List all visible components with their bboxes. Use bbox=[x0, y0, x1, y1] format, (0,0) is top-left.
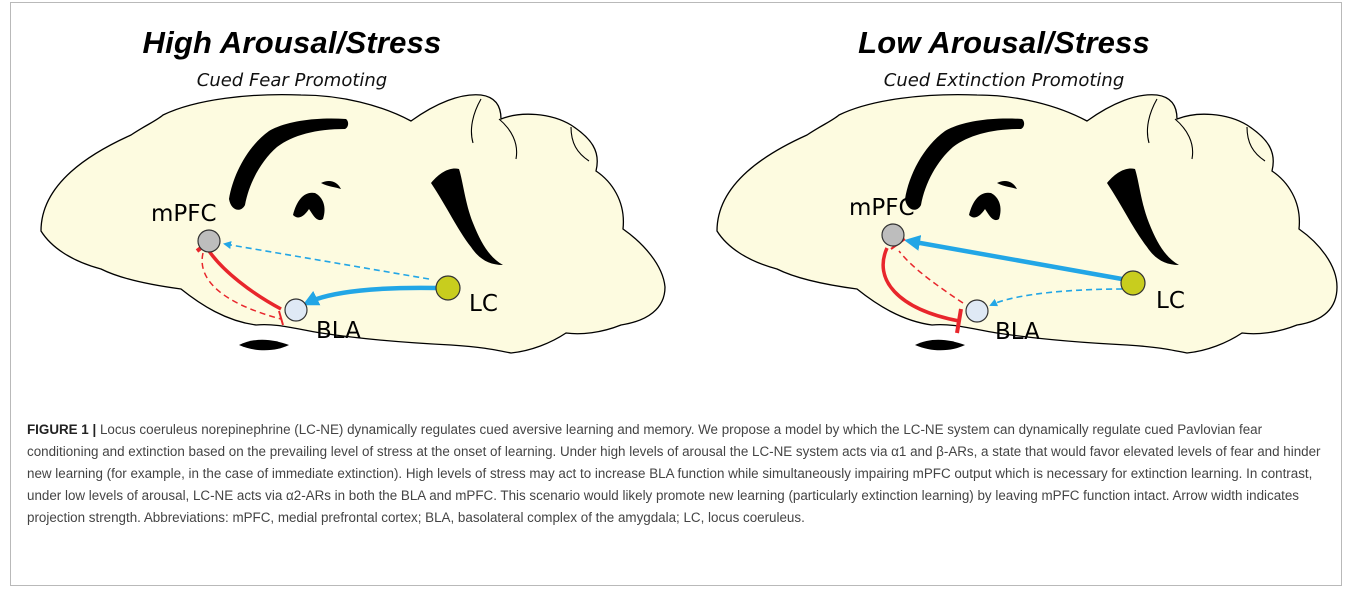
panel-high-arousal: High Arousal/Stress Cued Fear Promoting bbox=[11, 3, 677, 403]
mpfc-node bbox=[198, 230, 220, 252]
figure-label: FIGURE 1 | bbox=[27, 422, 96, 437]
bla-node bbox=[966, 300, 988, 322]
lc-label: LC bbox=[1156, 288, 1185, 314]
mpfc-label: mPFC bbox=[849, 195, 915, 221]
lc-node bbox=[1121, 271, 1145, 295]
caption-text: Locus coeruleus norepinephrine (LC-NE) d… bbox=[27, 422, 1321, 525]
brain-diagram: mPFC BLA LC bbox=[677, 3, 1343, 403]
bla-label: BLA bbox=[995, 319, 1040, 345]
bla-node bbox=[285, 299, 307, 321]
lc-label: LC bbox=[469, 291, 498, 317]
figure-caption: FIGURE 1 | Locus coeruleus norepinephrin… bbox=[27, 419, 1329, 529]
bla-label: BLA bbox=[316, 318, 361, 344]
brain-outline bbox=[717, 95, 1337, 353]
brain-diagram: mPFC BLA LC bbox=[11, 3, 677, 403]
lc-node bbox=[436, 276, 460, 300]
panel-low-arousal: Low Arousal/Stress Cued Extinction Promo… bbox=[677, 3, 1343, 403]
figure: High Arousal/Stress Cued Fear Promoting bbox=[10, 2, 1342, 586]
mpfc-label: mPFC bbox=[151, 201, 217, 227]
mpfc-node bbox=[882, 224, 904, 246]
